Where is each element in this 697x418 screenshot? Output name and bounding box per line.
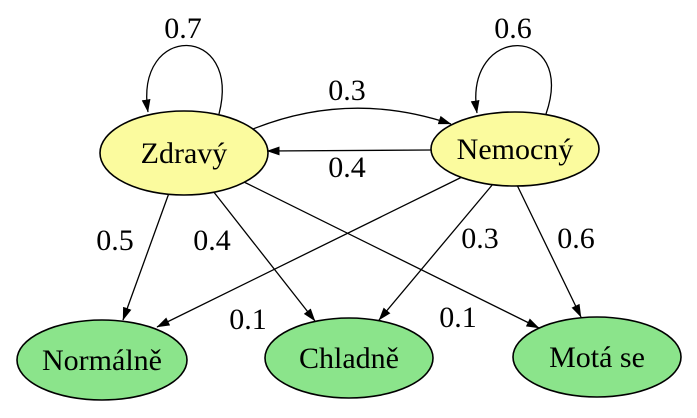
edge-labels: 0.7 0.6 0.3 0.4 0.5 0.4 0.1 0.1 0.3 0.6 [96, 12, 595, 336]
observation-label-normalne: Normálně [42, 344, 162, 377]
label-prob-zdravy-mota-se: 0.1 [439, 301, 477, 334]
state-node-nemocny: Nemocný [430, 111, 600, 187]
state-label-nemocny: Nemocný [457, 133, 574, 166]
label-prob-zdravy-chladne: 0.4 [193, 224, 231, 257]
observation-ellipse-normalne [16, 319, 188, 401]
edge-zdravy-to-chladne [212, 190, 316, 322]
observation-node-chladne: Chladně [264, 317, 434, 399]
edge-zdravy-to-nemocny [252, 107, 452, 130]
state-ellipse-zdravy [99, 110, 269, 196]
label-prob-nemocny-chladne: 0.3 [461, 222, 499, 255]
label-prob-nemocny-mota-se: 0.6 [557, 222, 595, 255]
observation-node-mota-se: Motá se [512, 316, 682, 398]
observation-label-chladne: Chladně [299, 342, 399, 375]
state-ellipse-nemocny [430, 111, 600, 187]
edge-nemocny-to-chladne [378, 183, 494, 321]
emission-edges [122, 176, 582, 329]
edge-nemocny-to-zdravy [266, 146, 432, 156]
state-node-zdravy: Zdravý [99, 110, 269, 196]
observation-nodes: Normálně Chladně Motá se [16, 316, 682, 401]
edge-nemocny-self-loop [470, 44, 552, 115]
observation-label-mota-se: Motá se [549, 341, 645, 374]
observation-ellipse-chladne [264, 317, 434, 399]
edge-nemocny-to-normalne [156, 176, 463, 328]
label-prob-nemocny-normalne: 0.1 [229, 303, 267, 336]
transition-edges [141, 44, 552, 156]
observation-ellipse-mota-se [512, 316, 682, 398]
label-prob-nemocny-self: 0.6 [494, 12, 532, 45]
label-prob-zdravy-self: 0.7 [164, 12, 202, 45]
edge-zdravy-self-loop [141, 44, 223, 115]
state-nodes: Zdravý Nemocný [99, 110, 600, 196]
edge-nemocny-to-mota-se [516, 184, 582, 318]
state-label-zdravy: Zdravý [141, 137, 228, 170]
label-prob-zdravy-normalne: 0.5 [96, 224, 134, 257]
edge-zdravy-to-normalne [122, 192, 170, 321]
label-prob-zdravy-nemocny: 0.3 [328, 74, 366, 107]
observation-node-normalne: Normálně [16, 319, 188, 401]
label-prob-nemocny-zdravy: 0.4 [328, 151, 366, 184]
edge-zdravy-to-mota-se [243, 181, 540, 329]
